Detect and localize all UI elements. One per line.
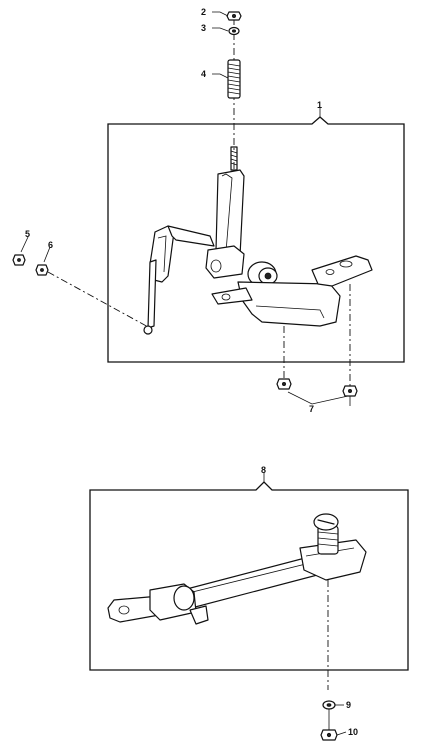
- assembly-8: [89, 481, 409, 690]
- part-5-screw: [12, 254, 26, 266]
- callout-7: 7: [309, 404, 314, 414]
- part-3-washer: [228, 26, 240, 36]
- callout-9: 9: [346, 700, 351, 710]
- part-10-nut: [320, 729, 338, 741]
- assembly-8-frame: [89, 481, 409, 671]
- part-4-spring: [227, 59, 241, 99]
- callout-3: 3: [201, 23, 206, 33]
- callout-1: 1: [317, 100, 322, 110]
- part-2-nut: [226, 11, 242, 21]
- assembly-1: [47, 11, 405, 386]
- callout-2: 2: [201, 7, 206, 17]
- part-7-nut-right: [342, 385, 358, 397]
- callout-5: 5: [25, 229, 30, 239]
- callout-8: 8: [261, 465, 266, 475]
- part-9-washer: [322, 700, 336, 710]
- callout-10: 10: [348, 727, 358, 737]
- callout-6: 6: [48, 240, 53, 250]
- assembly-1-frame: [107, 116, 405, 363]
- callout-4: 4: [201, 69, 206, 79]
- part-7-nut-left: [276, 378, 292, 390]
- part-6-washer: [35, 264, 49, 276]
